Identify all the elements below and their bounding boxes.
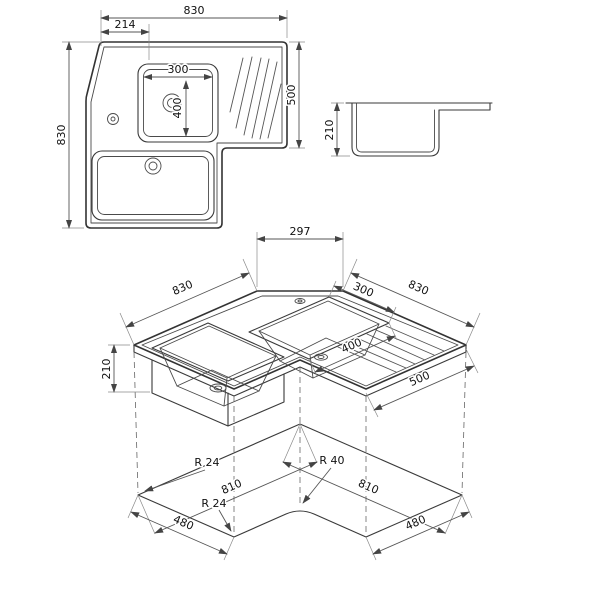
second-bowl-drain-icon [144,157,162,175]
plan-second-bowl [91,150,215,221]
big-bowl-inner [159,325,277,379]
dim-plan-overall-width: 830 [100,3,288,46]
dim-line [333,285,395,313]
dim-label-iso-210: 210 [100,359,113,380]
leader-line [302,467,332,504]
ext-lines [342,258,481,346]
radius-label-r24-outer: R 24 [194,456,219,469]
dim-label-plan-400: 400 [171,98,184,119]
ext-lines [119,258,258,346]
radius-label-r24-arm: R 24 [201,497,226,510]
dim-line [130,511,228,555]
ext-lines [328,280,397,324]
big-bowl-drain-icon [209,383,227,393]
plan-view: 830 214 300 400 830 500 [54,3,305,229]
radius-callout-arm-corner: R 24 [200,496,232,532]
dim-plan-corner-offset: 214 [100,17,150,60]
dim-label-iso-297: 297 [290,225,311,238]
second-bowl-drain-center [148,161,158,171]
ext-lines [282,423,463,535]
dim-label-plan-500: 500 [285,85,298,106]
plan-rim-inner-line [90,46,283,224]
main-bowl-drain-icon [162,93,182,113]
ext-lines [256,232,344,287]
small-bowl-drain-icon [314,353,328,361]
dim-iso-cutout-right: 810 [282,423,463,535]
dim-iso-cutout-end-right: 480 [365,494,473,561]
ext-lines [365,348,479,418]
plan-main-bowl [137,63,219,143]
plan-sink-outline [85,41,288,229]
big-bowl-rim [151,322,285,382]
radius-callout-outer-corner: R 24 [144,455,221,492]
iso-tap-hole [294,298,306,304]
dim-label-iso-810-left: 810 [219,477,243,497]
dim-plan-overall-depth: 830 [54,41,100,229]
dim-line [372,511,470,555]
big-bowl-exterior [151,359,285,427]
iso-tap-hole-center [297,299,303,303]
second-bowl-rim [91,150,215,221]
iso-big-bowl [151,322,285,427]
main-bowl-inner [143,69,213,137]
dim-label-plan-300: 300 [168,63,189,76]
dim-iso-edge-right: 830 [342,258,481,346]
radius-label-r40: R 40 [319,454,344,467]
small-bowl-drain-center [317,355,325,359]
dim-section-depth: 210 [322,102,350,157]
dim-label-plan-214: 214 [115,18,136,31]
main-bowl-drain-center [167,98,177,108]
dim-iso-chamfer: 297 [256,224,344,287]
iso-tap-hole-icon [294,298,306,304]
tap-hole-center [110,116,116,122]
plan-drainer-grooves [229,56,282,140]
dim-line [350,272,475,328]
main-bowl-rim [137,63,219,143]
ext-lines [365,494,473,561]
dim-iso-cutout-left: 810 [137,423,318,535]
dim-iso-wing-width: 500 [365,348,479,418]
dim-line [125,272,250,328]
dim-label-iso-830-right: 830 [406,278,430,298]
dim-label-iso-810-right: 810 [356,477,380,497]
dim-iso-height: 210 [99,344,150,393]
dim-label-iso-480-right: 480 [403,513,427,533]
tap-hole-icon [107,113,119,125]
section-bowl-inner-profile [356,102,435,153]
radius-callout-notch-corner: R 40 [302,453,346,504]
leader-line [144,469,206,492]
section-bowl-profile [351,102,491,157]
small-bowl-rim [248,296,390,360]
ext-lines [127,494,235,561]
big-bowl-walls [159,347,277,407]
dim-label-plan-830-left: 830 [55,125,68,146]
dim-line [314,335,396,373]
dim-label-section-210: 210 [323,120,336,141]
dim-label-plan-830-top: 830 [184,4,205,17]
section-view: 210 [322,102,493,157]
iso-projection-lines [133,351,467,535]
ext-lines [137,423,318,535]
big-bowl-drain-center [213,385,223,391]
second-bowl-inner [97,156,209,215]
leader-line [218,509,232,532]
dim-plan-bowl-length: 400 [170,80,190,137]
dim-line [373,365,475,411]
big-bowl-bottom [176,369,260,407]
plan-tap-hole [107,113,119,125]
dim-label-iso-830-left: 830 [170,278,194,298]
dim-plan-wing-depth: 500 [284,41,305,149]
dim-label-iso-480-left: 480 [171,513,195,533]
dim-plan-bowl-width: 300 [143,62,213,81]
iso-small-bowl [248,296,390,379]
section-rim-line [345,102,493,111]
iso-view: 297 830 830 210 400 300 [99,224,481,561]
